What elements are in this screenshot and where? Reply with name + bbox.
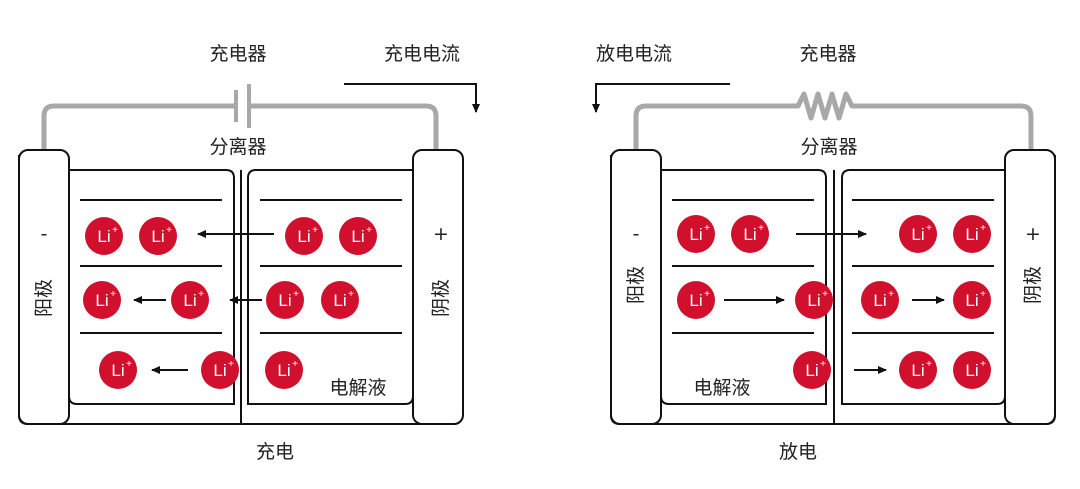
cathode-sign: + [1025, 223, 1041, 245]
ion: Li+ [677, 281, 715, 319]
ion: Li+ [265, 351, 303, 389]
ion: Li+ [321, 281, 359, 319]
svg-text:+: + [822, 289, 828, 300]
caption-charging: 充电 [256, 441, 294, 463]
svg-text:+: + [198, 289, 204, 300]
svg-text:Li: Li [151, 227, 164, 246]
svg-text:Li: Li [911, 225, 924, 244]
ion: Li+ [793, 351, 831, 389]
discharge-current-label: 放电电流 [596, 43, 672, 65]
ion: Li+ [201, 351, 239, 389]
cathode-label: 阴极 [430, 279, 452, 317]
load-wire [633, 91, 1034, 150]
svg-text:Li: Li [965, 361, 978, 380]
svg-text:+: + [820, 359, 826, 370]
ion: Li+ [266, 281, 304, 319]
svg-text:+: + [926, 223, 932, 234]
svg-text:Li: Li [111, 361, 124, 380]
caption-discharging: 放电 [779, 441, 817, 463]
layer-lines [672, 199, 994, 334]
ion: Li+ [795, 281, 833, 319]
svg-text:Li: Li [965, 225, 978, 244]
svg-text:+: + [348, 289, 354, 300]
svg-text:+: + [888, 289, 894, 300]
anode-sign: - [633, 223, 640, 245]
ion: Li+ [83, 281, 121, 319]
svg-text:+: + [292, 359, 298, 370]
svg-text:+: + [293, 289, 299, 300]
charger-wire [41, 103, 439, 150]
ion-arrows-charging [133, 230, 274, 374]
separator-label: 分离器 [800, 136, 857, 158]
load-label: 充电器 [799, 43, 856, 65]
charger-symbol [234, 84, 251, 128]
charge-current-label: 充电电流 [384, 43, 460, 65]
svg-text:Li: Li [333, 291, 346, 310]
svg-text:Li: Li [743, 225, 756, 244]
svg-text:Li: Li [97, 227, 110, 246]
svg-text:+: + [980, 289, 986, 300]
ion: Li+ [285, 217, 323, 255]
svg-text:Li: Li [805, 361, 818, 380]
anode-label: 阳极 [33, 279, 55, 317]
svg-text:Li: Li [278, 291, 291, 310]
svg-text:Li: Li [183, 291, 196, 310]
separator-label: 分离器 [209, 136, 266, 158]
svg-text:+: + [110, 289, 116, 300]
svg-text:+: + [228, 359, 234, 370]
ion: Li+ [953, 215, 991, 253]
ion: Li+ [899, 215, 937, 253]
ion-arrows-discharging [724, 230, 945, 374]
svg-text:Li: Li [95, 291, 108, 310]
svg-text:Li: Li [689, 291, 702, 310]
ion: Li+ [953, 351, 991, 389]
svg-text:Li: Li [351, 227, 364, 246]
discharge-current-arrow [592, 83, 730, 113]
cathode-sign: + [433, 223, 449, 245]
ion: Li+ [861, 281, 899, 319]
ion: Li+ [139, 217, 177, 255]
layer-lines [80, 199, 402, 334]
svg-text:Li: Li [277, 361, 290, 380]
anode-label: 阳极 [625, 266, 647, 304]
svg-text:+: + [758, 223, 764, 234]
ion: Li+ [899, 351, 937, 389]
svg-text:+: + [312, 225, 318, 236]
svg-text:Li: Li [965, 291, 978, 310]
svg-text:+: + [112, 225, 118, 236]
svg-text:Li: Li [213, 361, 226, 380]
charging-diagram: 充电器 充电电流 分离器 - 阳极 + 阴极 电解液 充电 [18, 43, 480, 463]
svg-text:Li: Li [807, 291, 820, 310]
ion: Li+ [339, 217, 377, 255]
ion: Li+ [99, 351, 137, 389]
cathode-label: 阴极 [1022, 266, 1044, 304]
discharging-diagram: 放电电流 充电器 分离器 - 阳极 + 阴极 电解液 放电 [592, 43, 1056, 463]
svg-text:+: + [166, 225, 172, 236]
svg-text:Li: Li [297, 227, 310, 246]
ion: Li+ [953, 281, 991, 319]
ion: Li+ [171, 281, 209, 319]
charge-current-arrow [344, 83, 480, 113]
charger-label: 充电器 [209, 43, 266, 65]
svg-text:+: + [980, 223, 986, 234]
anode-sign: - [41, 223, 48, 245]
ion: Li+ [677, 215, 715, 253]
ion: Li+ [731, 215, 769, 253]
svg-text:+: + [704, 289, 710, 300]
svg-text:+: + [126, 359, 132, 370]
svg-text:Li: Li [873, 291, 886, 310]
svg-text:+: + [366, 225, 372, 236]
svg-text:+: + [980, 359, 986, 370]
svg-text:Li: Li [911, 361, 924, 380]
electrolyte-label: 电解液 [329, 377, 386, 399]
electrolyte-label: 电解液 [693, 377, 750, 399]
svg-text:+: + [926, 359, 932, 370]
svg-text:+: + [704, 223, 710, 234]
ion: Li+ [85, 217, 123, 255]
svg-text:Li: Li [689, 225, 702, 244]
